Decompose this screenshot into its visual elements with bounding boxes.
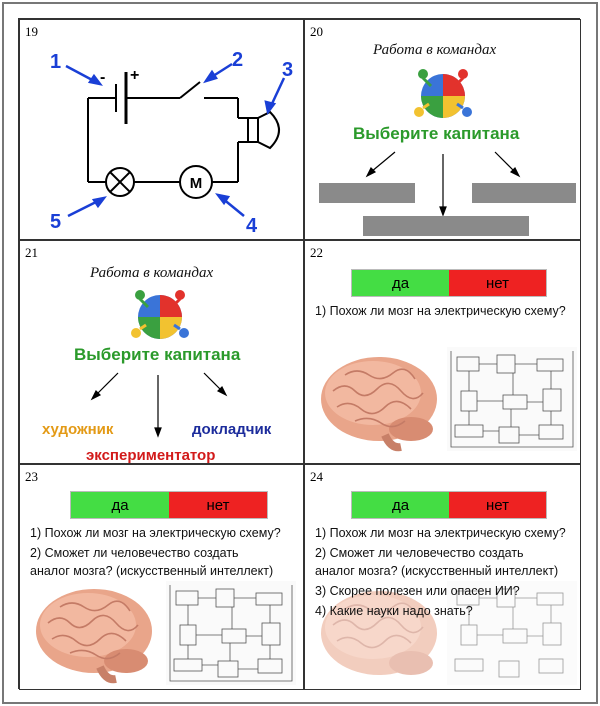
slide-21: 21 Работа в командах Выберите капитана х…: [19, 240, 304, 464]
slide-number: 21: [25, 245, 38, 260]
slide-23: 23 да нет 1) Похож ли мозг на электричес…: [19, 464, 304, 690]
question-2-cont: аналог мозга? (искусственный интеллект): [315, 564, 559, 578]
battery-plus: +: [130, 67, 139, 84]
slide-24: 24 да нет 1) Похож ли мозг на элект: [304, 464, 581, 690]
battery-minus: -: [100, 69, 105, 86]
yes-no-bar: да нет: [70, 491, 268, 519]
slide-heading: Работа в командах: [373, 42, 497, 58]
slide-grid: 19: [18, 18, 581, 690]
choice-arrows: [90, 372, 228, 438]
yes-label: да: [71, 492, 169, 518]
team-puzzle-icon: [131, 290, 189, 339]
question-2-cont: аналог мозга? (искусственный интеллект): [30, 564, 274, 578]
slide-22: 22 да нет 1) Похож ли мозг на электричес…: [304, 240, 581, 464]
slide-number: 24: [310, 469, 323, 484]
motor-letter: M: [190, 175, 203, 192]
brain-image: [36, 589, 152, 684]
question-1: 1) Похож ли мозг на электрическую схему?: [315, 304, 566, 318]
circuit-schematic-image: [166, 581, 296, 685]
slide-20: 20 Работа в командах Выберите капитана: [304, 19, 581, 240]
callout-label-5: 5: [50, 211, 61, 233]
callout-label-2: 2: [232, 49, 243, 71]
circuit-schematic-image: [447, 581, 577, 685]
role-experimenter: экспериментатор: [86, 447, 216, 464]
callout-label-4: 4: [246, 215, 258, 237]
captain-title: Выберите капитана: [74, 345, 241, 364]
callout-label-1: 1: [50, 51, 61, 73]
switch-symbol-icon: [179, 81, 201, 99]
brain-image: [321, 357, 437, 452]
question-2: 2) Сможет ли человечество создать: [30, 546, 239, 560]
team-puzzle-icon: [414, 69, 472, 118]
choice-arrows: [365, 151, 521, 217]
captain-title: Выберите капитана: [353, 124, 520, 143]
role-artist: художник: [42, 421, 114, 438]
question-3: 3) Скорее полезен или опасен ИИ?: [315, 584, 520, 598]
circuit-schematic-image: [447, 347, 577, 451]
yes-label: да: [352, 270, 449, 296]
slide-number: 23: [25, 469, 38, 484]
callout-label-3: 3: [282, 59, 293, 81]
slide-19: 19: [19, 19, 304, 240]
question-1: 1) Похож ли мозг на электрическую схему?: [30, 526, 281, 540]
question-2: 2) Сможет ли человечество создать: [315, 546, 524, 560]
speaker-symbol-icon: [247, 117, 259, 143]
no-label: нет: [169, 492, 267, 518]
question-4: 4) Какие науки надо знать?: [315, 604, 473, 618]
answer-placeholder-right: [472, 183, 576, 203]
slide-number: 20: [310, 24, 323, 39]
role-speaker: докладчик: [192, 421, 272, 438]
circuit-diagram: M - + 1 2: [50, 49, 293, 237]
slide-heading: Работа в командах: [90, 265, 214, 281]
answer-placeholder-center: [363, 216, 529, 236]
slide-number: 22: [310, 245, 323, 260]
yes-no-bar: да нет: [351, 269, 547, 297]
brain-image: [321, 591, 437, 675]
yes-no-bar: да нет: [351, 491, 547, 519]
question-1: 1) Похож ли мозг на электрическую схему?: [315, 526, 566, 540]
no-label: нет: [449, 492, 546, 518]
yes-label: да: [352, 492, 449, 518]
slide-number: 19: [25, 24, 38, 39]
no-label: нет: [449, 270, 546, 296]
answer-placeholder-left: [319, 183, 415, 203]
